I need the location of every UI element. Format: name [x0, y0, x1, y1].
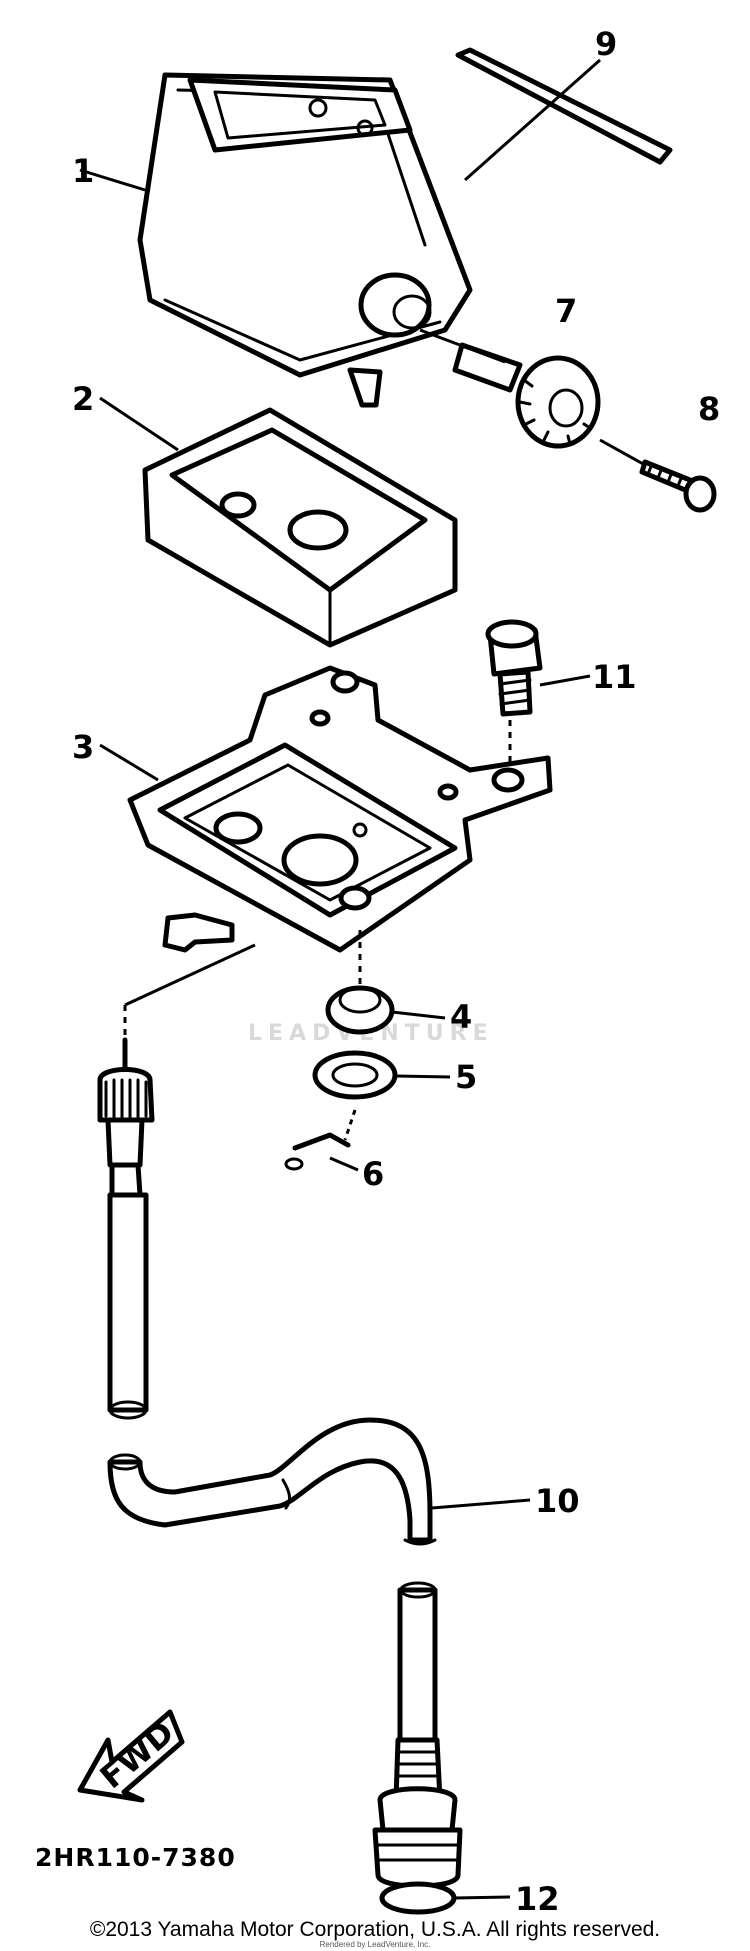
o-ring — [379, 1881, 511, 1915]
callout-5: 5 — [455, 1058, 477, 1096]
callout-12: 12 — [515, 1880, 560, 1918]
screw — [639, 459, 717, 513]
fwd-arrow-icon: FWD — [77, 1709, 185, 1803]
callout-10: 10 — [535, 1482, 580, 1520]
callout-3: 3 — [72, 728, 94, 766]
speedometer-cable — [97, 1037, 531, 1889]
washer — [312, 1050, 451, 1100]
mounting-bracket — [127, 665, 553, 953]
callout-7: 7 — [555, 292, 577, 330]
renderer-credit: Rendered by LeadVenture, Inc. — [319, 1940, 431, 1949]
callout-1: 1 — [72, 152, 94, 190]
cotter-pin — [284, 1109, 359, 1172]
callout-9: 9 — [595, 25, 617, 63]
callout-2: 2 — [72, 380, 94, 418]
meter-housing — [137, 72, 473, 408]
callout-8: 8 — [698, 390, 720, 428]
callout-11: 11 — [592, 658, 637, 696]
grommet — [325, 930, 446, 1035]
bolt — [485, 619, 591, 770]
rubber-tray — [142, 407, 458, 648]
gasket-strip — [455, 47, 673, 165]
callout-4: 4 — [450, 998, 472, 1036]
drive-gear — [452, 342, 601, 449]
callout-6: 6 — [362, 1155, 384, 1193]
copyright-notice: ©2013 Yamaha Motor Corporation, U.S.A. A… — [89, 1918, 661, 1941]
drawing-code: 2HR110-7380 — [35, 1843, 236, 1872]
